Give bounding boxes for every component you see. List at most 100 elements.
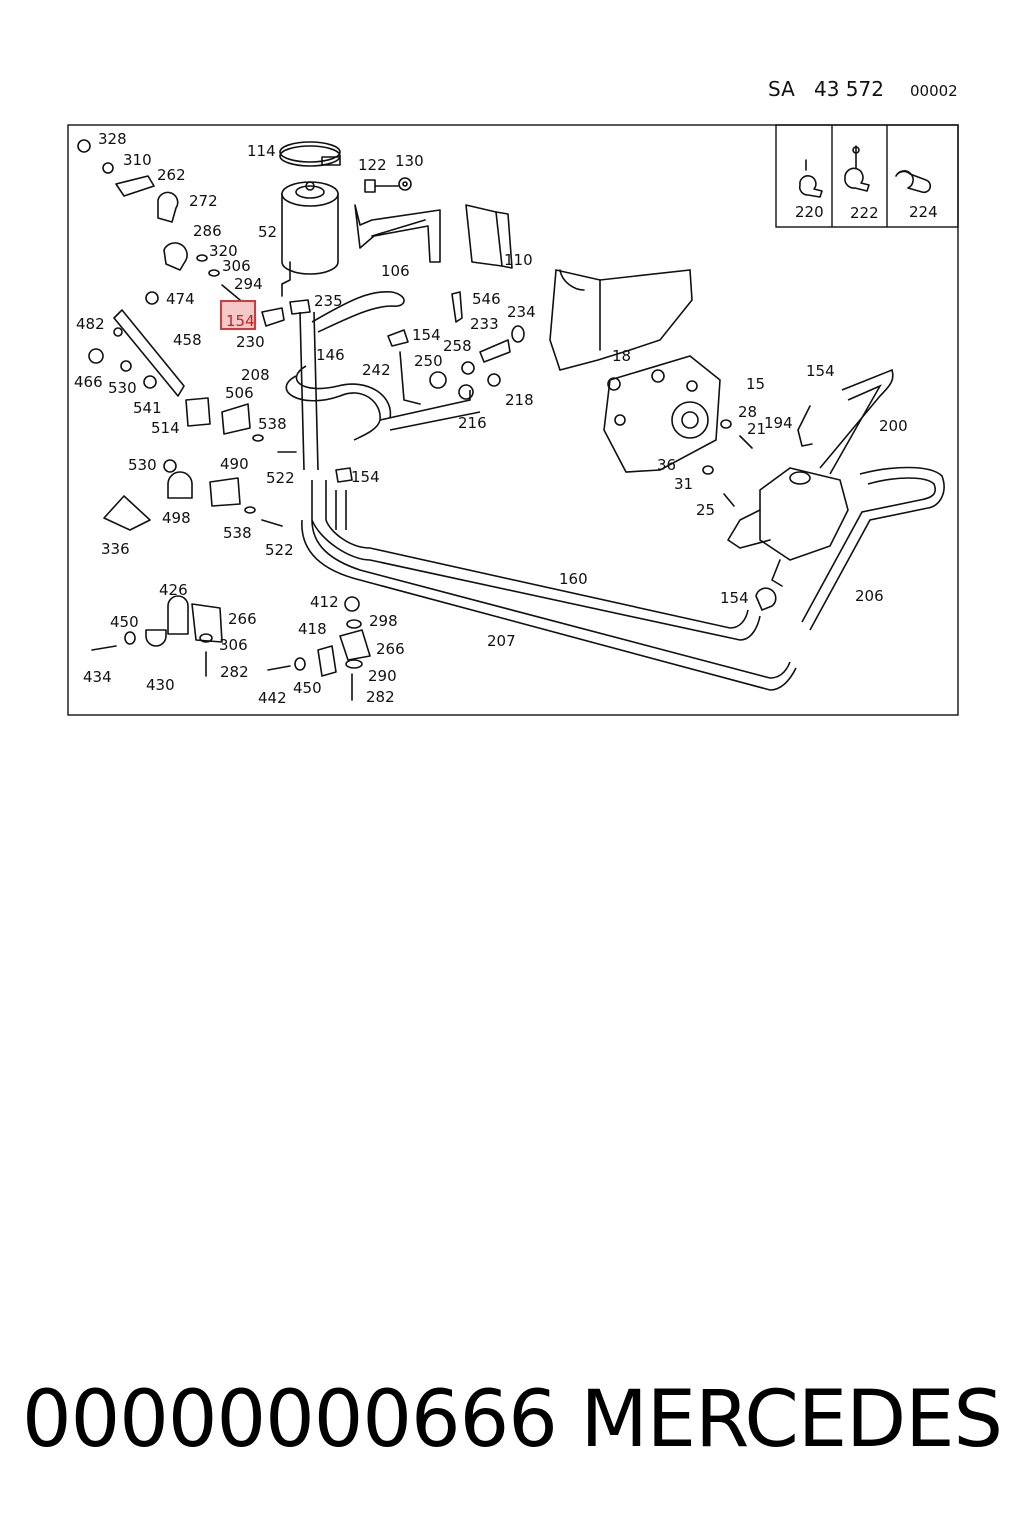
callout-482: 482 xyxy=(76,315,105,333)
callout-206: 206 xyxy=(855,587,884,605)
callout-266-b: 266 xyxy=(376,640,405,658)
callout-15: 15 xyxy=(746,375,765,393)
callout-418: 418 xyxy=(298,620,327,638)
highlighted-callout-label: 154 xyxy=(226,312,255,330)
callout-25: 25 xyxy=(696,501,715,519)
inset-part-220[interactable]: 220 xyxy=(795,159,824,221)
callout-235: 235 xyxy=(314,292,343,310)
callout-298: 298 xyxy=(369,612,398,630)
callout-154-b: 154 xyxy=(351,468,380,486)
callout-200: 200 xyxy=(879,417,908,435)
sheet-code: 00002 xyxy=(910,82,958,100)
callout-522-a: 522 xyxy=(266,469,295,487)
sa-label: SA xyxy=(768,77,795,101)
callout-412: 412 xyxy=(310,593,339,611)
callout-234: 234 xyxy=(507,303,536,321)
callout-266-a: 266 xyxy=(228,610,257,628)
diagram-frame xyxy=(67,124,959,716)
callout-490: 490 xyxy=(220,455,249,473)
callout-130: 130 xyxy=(395,152,424,170)
hose-lines[interactable] xyxy=(285,290,945,691)
callout-538-b: 538 xyxy=(223,524,252,542)
brand-name: MERCEDES xyxy=(580,1375,1003,1465)
callout-541: 541 xyxy=(133,399,162,417)
steering-gear-15[interactable] xyxy=(549,269,721,473)
inset-label-224: 224 xyxy=(909,203,938,221)
callout-538-a: 538 xyxy=(258,415,287,433)
callout-154-a: 154 xyxy=(412,326,441,344)
callout-336: 336 xyxy=(101,540,130,558)
callout-18: 18 xyxy=(612,347,631,365)
power-steering-pump-25[interactable] xyxy=(727,467,849,587)
inset-part-224[interactable]: 224 xyxy=(895,170,938,221)
highlighted-callout-box[interactable] xyxy=(220,300,256,330)
callout-306-b: 306 xyxy=(219,636,248,654)
callout-530-a: 530 xyxy=(108,379,137,397)
callout-272: 272 xyxy=(189,192,218,210)
washer-130[interactable] xyxy=(398,177,412,191)
callout-306-a: 306 xyxy=(222,257,251,275)
callout-258: 258 xyxy=(443,337,472,355)
callout-160: 160 xyxy=(559,570,588,588)
callout-474: 474 xyxy=(166,290,195,308)
callout-530-b: 530 xyxy=(128,456,157,474)
callout-290: 290 xyxy=(368,667,397,685)
callout-310: 310 xyxy=(123,151,152,169)
callout-146: 146 xyxy=(316,346,345,364)
parts-diagram: SA 43 572 00002 220 222 224 xyxy=(67,77,959,716)
small-parts-middle[interactable] xyxy=(261,291,813,611)
inset-part-222[interactable]: 222 xyxy=(844,145,879,222)
callout-320: 320 xyxy=(209,242,238,260)
callout-506: 506 xyxy=(225,384,254,402)
callout-250: 250 xyxy=(414,352,443,370)
small-parts-bottom[interactable] xyxy=(91,595,371,701)
callout-28: 28 xyxy=(738,403,757,421)
footer-bar: 00000000666 MERCEDES xyxy=(0,1370,1024,1480)
bracket-110[interactable] xyxy=(465,204,513,269)
callout-466: 466 xyxy=(74,373,103,391)
callout-430: 430 xyxy=(146,676,175,694)
small-parts-left[interactable] xyxy=(77,139,297,531)
bolt-122[interactable] xyxy=(364,179,399,193)
callout-154-d: 154 xyxy=(720,589,749,607)
callout-36: 36 xyxy=(657,456,676,474)
callout-230: 230 xyxy=(236,333,265,351)
callout-106: 106 xyxy=(381,262,410,280)
callout-546: 546 xyxy=(472,290,501,308)
callout-286: 286 xyxy=(193,222,222,240)
callout-242: 242 xyxy=(362,361,391,379)
callout-282-a: 282 xyxy=(220,663,249,681)
callout-442: 442 xyxy=(258,689,287,707)
callout-194: 194 xyxy=(764,414,793,432)
reservoir-assembly[interactable] xyxy=(279,141,441,297)
callout-514: 514 xyxy=(151,419,180,437)
callout-522-b: 522 xyxy=(265,541,294,559)
inset-label-222: 222 xyxy=(850,204,879,222)
callout-328: 328 xyxy=(98,130,127,148)
callout-434: 434 xyxy=(83,668,112,686)
callout-154-c: 154 xyxy=(806,362,835,380)
callout-122: 122 xyxy=(358,156,387,174)
callout-208: 208 xyxy=(241,366,270,384)
inset-panel: 220 222 224 xyxy=(775,124,959,228)
callout-498: 498 xyxy=(162,509,191,527)
part-number: 00000000666 xyxy=(22,1375,558,1465)
callout-110: 110 xyxy=(504,251,533,269)
callout-262: 262 xyxy=(157,166,186,184)
callout-282-b: 282 xyxy=(366,688,395,706)
callout-450-a: 450 xyxy=(110,613,139,631)
callout-233: 233 xyxy=(470,315,499,333)
callout-218: 218 xyxy=(505,391,534,409)
callout-426: 426 xyxy=(159,581,188,599)
callout-52: 52 xyxy=(258,223,277,241)
callout-216: 216 xyxy=(458,414,487,432)
callout-31: 31 xyxy=(674,475,693,493)
inset-label-220: 220 xyxy=(795,203,824,221)
sa-number: 43 572 xyxy=(814,77,884,101)
callout-458: 458 xyxy=(173,331,202,349)
callout-450-b: 450 xyxy=(293,679,322,697)
callout-207: 207 xyxy=(487,632,516,650)
callout-114: 114 xyxy=(247,142,276,160)
callout-labels: 328 310 262 272 286 320 306 294 474 482 … xyxy=(74,130,908,707)
callout-294: 294 xyxy=(234,275,263,293)
